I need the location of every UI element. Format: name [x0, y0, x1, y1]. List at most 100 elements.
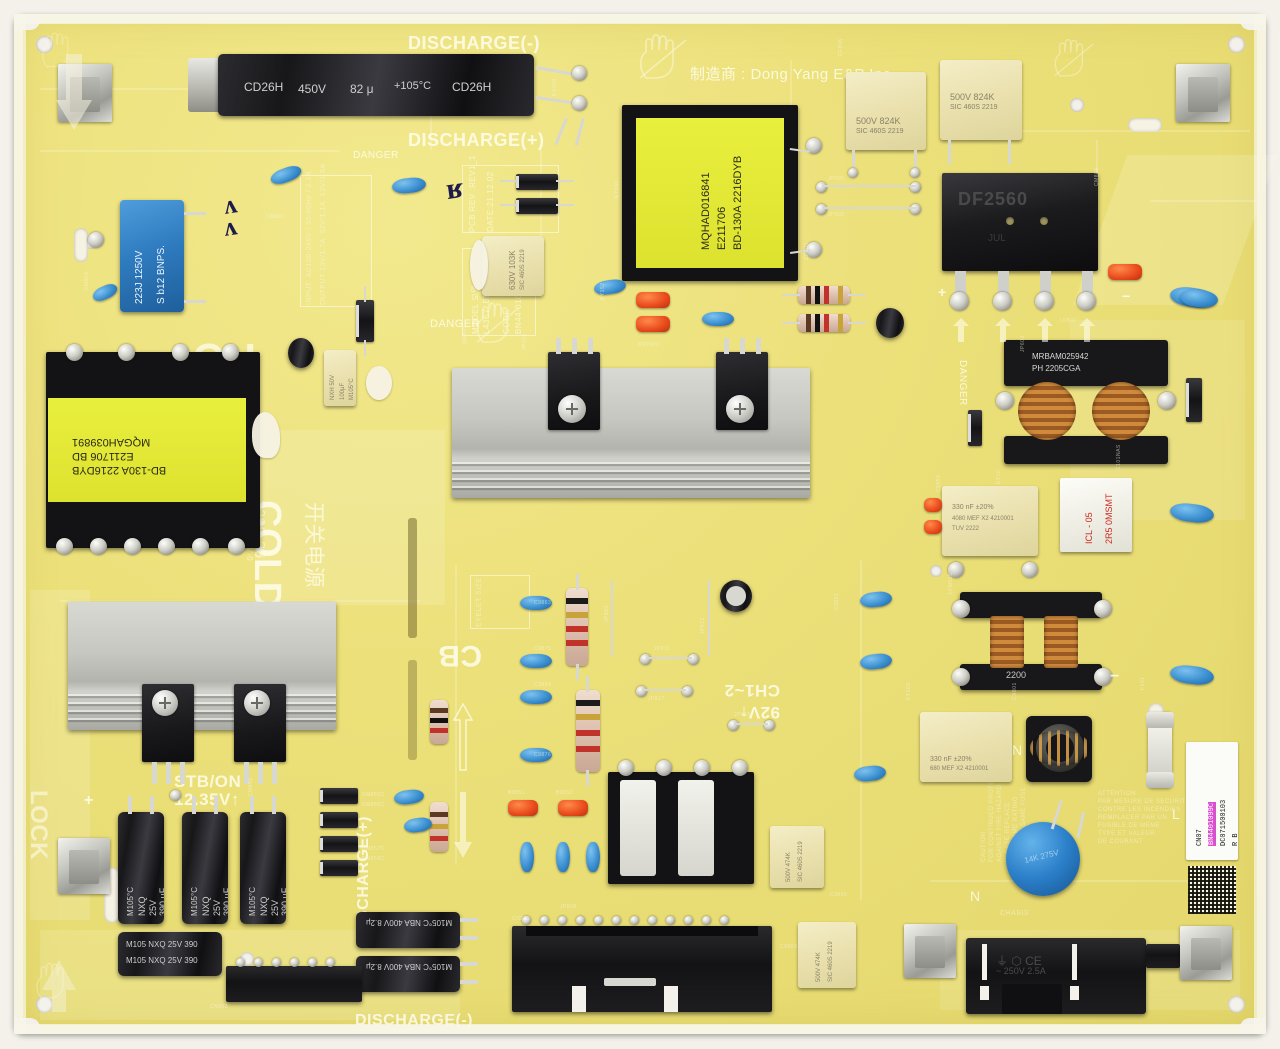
mounting-hole-tl — [36, 36, 53, 53]
resistor-lead — [848, 294, 866, 296]
jumper-wire-jp811 — [646, 657, 692, 659]
smd-cap-c9875 — [520, 654, 552, 668]
resistor-r802 — [798, 314, 850, 332]
solder-pad — [806, 242, 822, 258]
mounting-clip-tr[interactable] — [1176, 64, 1230, 122]
heatsink-screw-3[interactable] — [152, 690, 178, 716]
solder-pad — [996, 392, 1014, 410]
mounting-clip-br[interactable] — [1180, 926, 1232, 980]
box-capacitor-cf808: 330 nF ±20% 4080 MEF X2 4210001 TUV 2222 — [942, 486, 1038, 556]
transistor-lead — [588, 338, 593, 354]
board-slot-left — [74, 228, 88, 262]
smd-cap-c9864 — [520, 690, 552, 704]
rectifier-lead — [1082, 271, 1093, 299]
solder-pad — [688, 654, 699, 665]
cap-glue — [470, 240, 488, 290]
solder-pad — [694, 760, 710, 776]
solder-pad — [910, 168, 920, 178]
solder-pad — [222, 344, 239, 361]
jumper-wire-jp812 — [708, 580, 710, 656]
solder-pad — [764, 720, 775, 731]
board-edge-bottom — [14, 1024, 1266, 1034]
solder-pad — [572, 66, 587, 81]
box-capacitor-cf809: 330 nF ±20% 680 MEF X2 4210001 — [920, 712, 1012, 782]
board-edge-left — [14, 14, 26, 1034]
ac-inlet-connector-cn803[interactable]: ⏚ ⬡ CE ~ 250V 2.5A — [966, 938, 1146, 1014]
isolation-slot-2 — [408, 660, 417, 760]
transistor-lead — [740, 338, 745, 354]
secondary-heatsink — [68, 602, 336, 730]
label-qr-code — [1188, 866, 1236, 914]
main-output-connector-cn801[interactable] — [512, 926, 772, 1012]
board-edge-top — [14, 14, 1266, 24]
solder-pad — [1094, 668, 1112, 686]
transformer2-label-line1: MQGAH039891 — [72, 436, 151, 448]
silk-arrow-corner-2 — [42, 960, 76, 1012]
diode-dm856c — [320, 812, 358, 828]
film-capacitor-cf806: 500V 824K SIC 460S 2219 — [846, 72, 926, 150]
transistor-lead — [756, 338, 761, 354]
connector-pin — [236, 958, 245, 967]
silk-polarity-arrows — [953, 318, 1095, 342]
output-capacitor-c851: M105°C NXQ 25V 390 μF — [118, 812, 164, 924]
heatsink-screw-1[interactable] — [558, 395, 586, 423]
common-mode-choke-lf801-bottom: 2200 — [960, 664, 1102, 690]
mov-varistor-vr801: 14K 275V — [1006, 822, 1080, 896]
small-electrolytic-cap — [876, 308, 904, 338]
connector-pin — [594, 916, 603, 925]
transistor-lead — [258, 762, 263, 784]
diode-dm857c — [320, 836, 358, 852]
ac-connector-cn805[interactable] — [1146, 944, 1180, 968]
bridge-rectifier-bd801: DF2560 JUL — [942, 173, 1098, 271]
cap-lead — [192, 796, 196, 814]
board-edge-right — [1254, 14, 1266, 1034]
fuse-cap-bottom — [1146, 772, 1174, 788]
mounting-clip-bl[interactable] — [58, 838, 110, 894]
solder-pad — [728, 720, 739, 731]
smd-fusible-resistor — [636, 316, 670, 332]
solder-pad — [1022, 562, 1038, 578]
inductor-winding-2 — [1092, 382, 1150, 440]
mounting-clip-bm[interactable] — [904, 924, 956, 978]
connector-pin — [648, 916, 657, 925]
output-capacitor-c854: M105 NXQ 25V 390 M105 NXQ 25V 390 — [118, 932, 222, 976]
solder-pad — [993, 292, 1012, 311]
solder-pad — [816, 182, 827, 193]
resistor-r9852 — [430, 802, 448, 852]
heatsink-screw-2[interactable] — [726, 395, 754, 423]
cap-lead — [460, 962, 478, 966]
connector-pin — [612, 916, 621, 925]
inductor-winding-1 — [1018, 382, 1076, 440]
connector-pin — [576, 916, 585, 925]
cap-lead — [948, 140, 951, 164]
solder-pad — [124, 538, 141, 555]
diode-lead — [556, 180, 574, 182]
jumper-wire-jp817 — [642, 689, 686, 691]
smd-cap-c9876 — [520, 748, 552, 762]
small-electrolytic-c9851 — [720, 580, 752, 612]
cap-lead — [150, 796, 154, 814]
cap-lead — [460, 918, 478, 922]
rectifier-lead — [955, 271, 966, 299]
solder-pad — [656, 760, 672, 776]
smd-fusible-resistor — [636, 292, 670, 308]
resistor-r9854 — [576, 690, 600, 772]
mounting-hole-bl — [36, 996, 53, 1013]
connector-pin — [630, 916, 639, 925]
led-connector-cn802[interactable] — [226, 966, 362, 1002]
smd-component — [924, 498, 942, 512]
led-capacitor-c861: M105°C NBA 400V 8.2μ — [356, 912, 460, 948]
solder-pad — [88, 232, 104, 248]
film-capacitor-cf805: 630V 103K SIC 460S 2219 — [482, 236, 544, 296]
diode-lead — [364, 286, 366, 302]
silk-arrow-up — [452, 702, 474, 771]
heatsink-screw-4[interactable] — [244, 690, 270, 716]
solder-pad — [56, 538, 73, 555]
connector-pin — [272, 958, 281, 967]
transistor-lead — [166, 762, 171, 784]
diode-dm851 — [1186, 378, 1202, 422]
cap-lead — [128, 796, 132, 814]
solder-pad — [948, 562, 964, 578]
component-glue — [366, 366, 392, 400]
connector-pin — [558, 916, 567, 925]
